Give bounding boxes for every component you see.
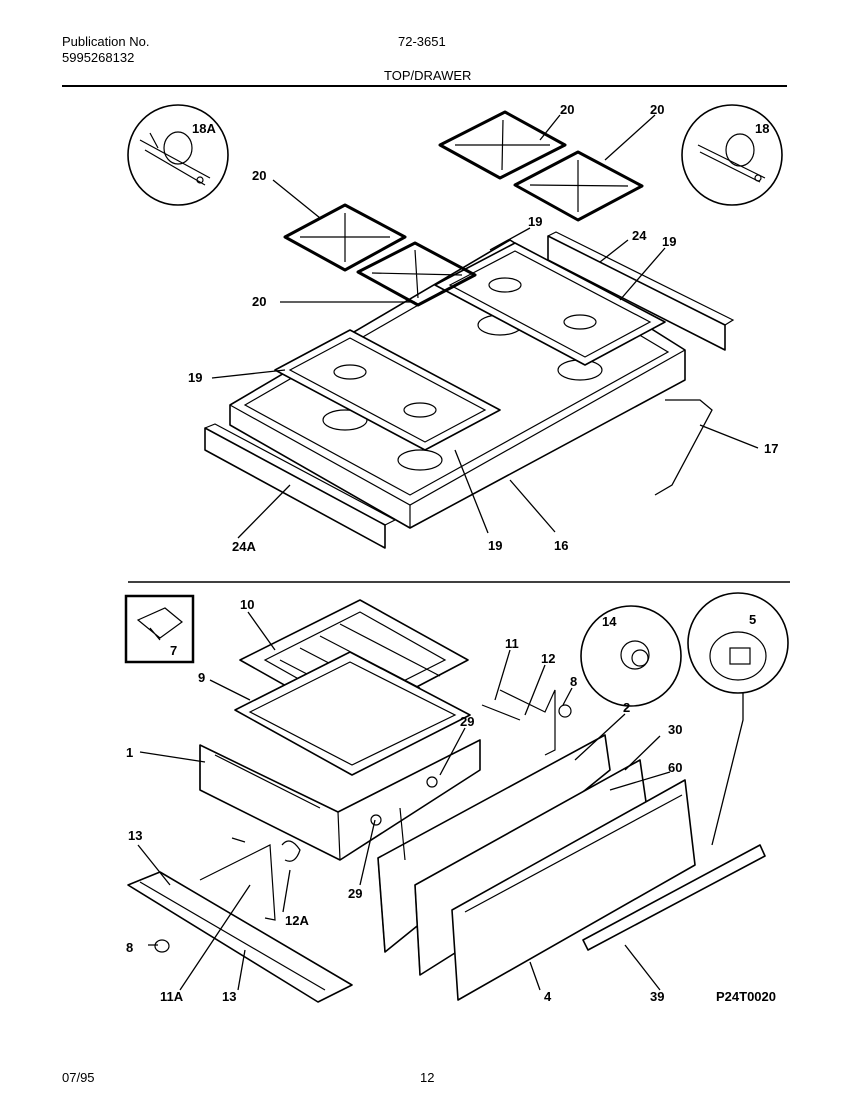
- callout-13-b: 13: [222, 989, 236, 1004]
- callout-19-a: 19: [528, 214, 542, 229]
- callout-9: 9: [198, 670, 205, 685]
- burner-gasket-rear: [434, 242, 666, 366]
- callout-14: 14: [602, 614, 617, 629]
- callout-10: 10: [240, 597, 254, 612]
- footer-date: 07/95: [62, 1070, 95, 1085]
- callout-8-b: 8: [126, 940, 133, 955]
- burner-gasket-front: [274, 329, 501, 451]
- grate-rear-left: [438, 110, 567, 180]
- callout-39: 39: [650, 989, 664, 1004]
- callout-11: 11: [505, 636, 519, 651]
- drawer-front-4: [451, 779, 696, 1001]
- diagram-code: P24T0020: [716, 989, 776, 1004]
- callout-20-d: 20: [252, 294, 266, 309]
- callout-18: 18: [755, 121, 769, 136]
- grate-left: [283, 203, 407, 272]
- detail-7-box: [124, 594, 195, 664]
- callout-2: 2: [623, 700, 630, 715]
- trim-39: [582, 844, 766, 951]
- callout-13-a: 13: [128, 828, 142, 843]
- model-number: 72-3651: [398, 34, 446, 49]
- publication-number: 5995268132: [62, 50, 135, 65]
- detail-18-circle: [681, 104, 783, 206]
- callout-4: 4: [544, 989, 552, 1004]
- callout-20-b: 20: [650, 102, 664, 117]
- callout-12A: 12A: [285, 913, 309, 928]
- callout-7: 7: [170, 643, 177, 658]
- leader-lines-top: [211, 114, 759, 539]
- grate-center: [356, 241, 477, 307]
- section-title: TOP/DRAWER: [384, 68, 472, 83]
- callout-24A: 24A: [232, 539, 256, 554]
- wire-17: [654, 399, 713, 496]
- callout-8-a: 8: [570, 674, 577, 689]
- detail-14-circle: [580, 605, 682, 707]
- broiler-pan-9: [234, 651, 471, 776]
- callout-5: 5: [749, 612, 756, 627]
- callout-30: 30: [668, 722, 682, 737]
- callout-19-c: 19: [188, 370, 202, 385]
- callout-60: 60: [668, 760, 682, 775]
- callout-18A: 18A: [192, 121, 216, 136]
- callout-20-c: 20: [252, 168, 266, 183]
- bracket-11-12: [481, 689, 556, 756]
- callout-1: 1: [126, 745, 133, 760]
- callout-16: 16: [554, 538, 568, 553]
- rail-13: [127, 844, 353, 1003]
- detail-18A-circle: [127, 104, 229, 206]
- callout-12: 12: [541, 651, 555, 666]
- rear-trim-24: [547, 231, 735, 351]
- callout-11A: 11A: [160, 989, 184, 1004]
- callout-29-b: 29: [348, 886, 362, 901]
- small-parts: [154, 704, 572, 953]
- drawer-frame-1: [199, 739, 481, 861]
- header-rule: [62, 85, 787, 87]
- callout-24: 24: [632, 228, 647, 243]
- leader-lines-bottom: [137, 611, 744, 991]
- footer-page: 12: [420, 1070, 435, 1085]
- grate-rear-right: [513, 150, 644, 222]
- callout-20-a: 20: [560, 102, 574, 117]
- callout-29-a: 29: [460, 714, 474, 729]
- callout-19-b: 19: [662, 234, 676, 249]
- callout-19-d: 19: [488, 538, 502, 553]
- detail-5-circle: [687, 592, 789, 694]
- callout-17: 17: [764, 441, 778, 456]
- publication-label: Publication No.: [62, 34, 150, 49]
- front-trim-24A: [204, 423, 397, 549]
